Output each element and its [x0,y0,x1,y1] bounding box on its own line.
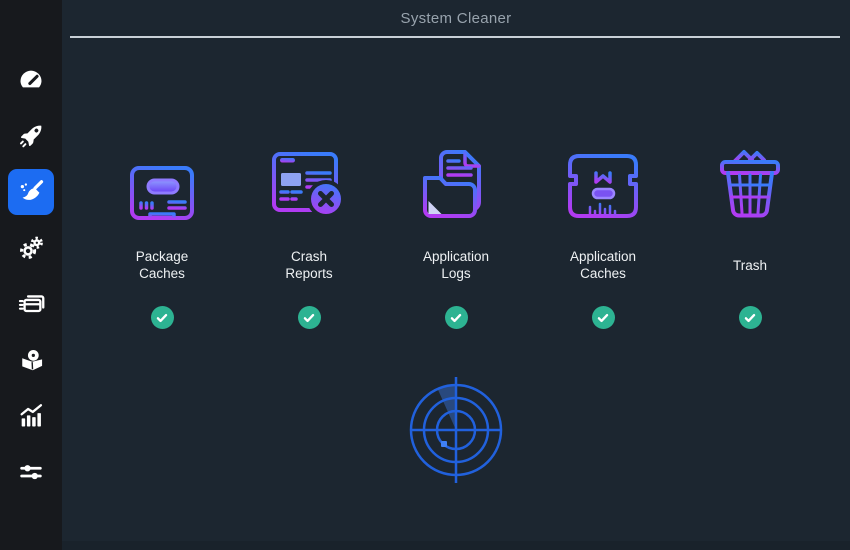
application-logs-icon[interactable] [413,146,499,224]
checkbox-crash-reports[interactable] [297,306,321,329]
category-label: Application Caches [569,249,637,281]
check-icon [156,313,168,322]
category-label: Package Caches [135,249,189,281]
sidebar [0,0,62,550]
crash-reports-icon[interactable] [266,146,352,224]
sidebar-item-services[interactable] [8,225,54,271]
radar-icon [409,377,503,483]
rocket-icon [19,125,42,148]
window-stack-icon [18,295,45,313]
cleaner-category-trash: Trash [680,146,820,329]
sidebar-item-system-cleaner[interactable] [8,169,54,215]
sidebar-item-processes[interactable] [8,281,54,327]
gauge-icon [20,70,42,88]
package-disc-icon [22,349,43,371]
cleaner-categories: Package Caches [62,146,850,329]
footer-strip [62,541,850,550]
cleaner-category-application-logs: Application Logs [386,146,526,329]
checkbox-application-logs[interactable] [444,306,468,329]
category-label: Trash [732,257,767,273]
cleaner-category-application-caches: Application Caches [533,146,673,329]
broom-icon [20,180,44,200]
header-divider [70,36,840,38]
application-caches-icon[interactable] [560,146,646,224]
sliders-icon [20,465,42,480]
category-label: Application Logs [422,249,490,281]
sidebar-item-startup-apps[interactable] [8,113,54,159]
page-title: System Cleaner [400,10,512,27]
check-icon [303,313,315,322]
category-label: Crash Reports [285,249,333,281]
gears-icon [20,236,43,259]
sidebar-item-resources[interactable] [8,393,54,439]
bar-chart-icon [20,404,43,427]
checkbox-application-caches[interactable] [591,306,615,329]
check-icon [597,313,609,322]
sidebar-item-dashboard[interactable] [8,57,54,103]
check-icon [450,313,462,322]
scan-button-area [401,375,511,488]
cleaner-category-crash-reports: Crash Reports [239,146,379,329]
sidebar-item-uninstaller[interactable] [8,337,54,383]
check-icon [744,313,756,322]
trash-icon[interactable] [707,146,793,224]
package-caches-icon[interactable] [119,146,205,224]
sidebar-item-settings[interactable] [8,449,54,495]
system-cleaner-page: System Cleaner Package Caches [62,0,850,550]
scan-button[interactable] [401,375,511,488]
cleaner-category-package-caches: Package Caches [92,146,232,329]
checkbox-trash[interactable] [738,306,762,329]
checkbox-package-caches[interactable] [150,306,174,329]
